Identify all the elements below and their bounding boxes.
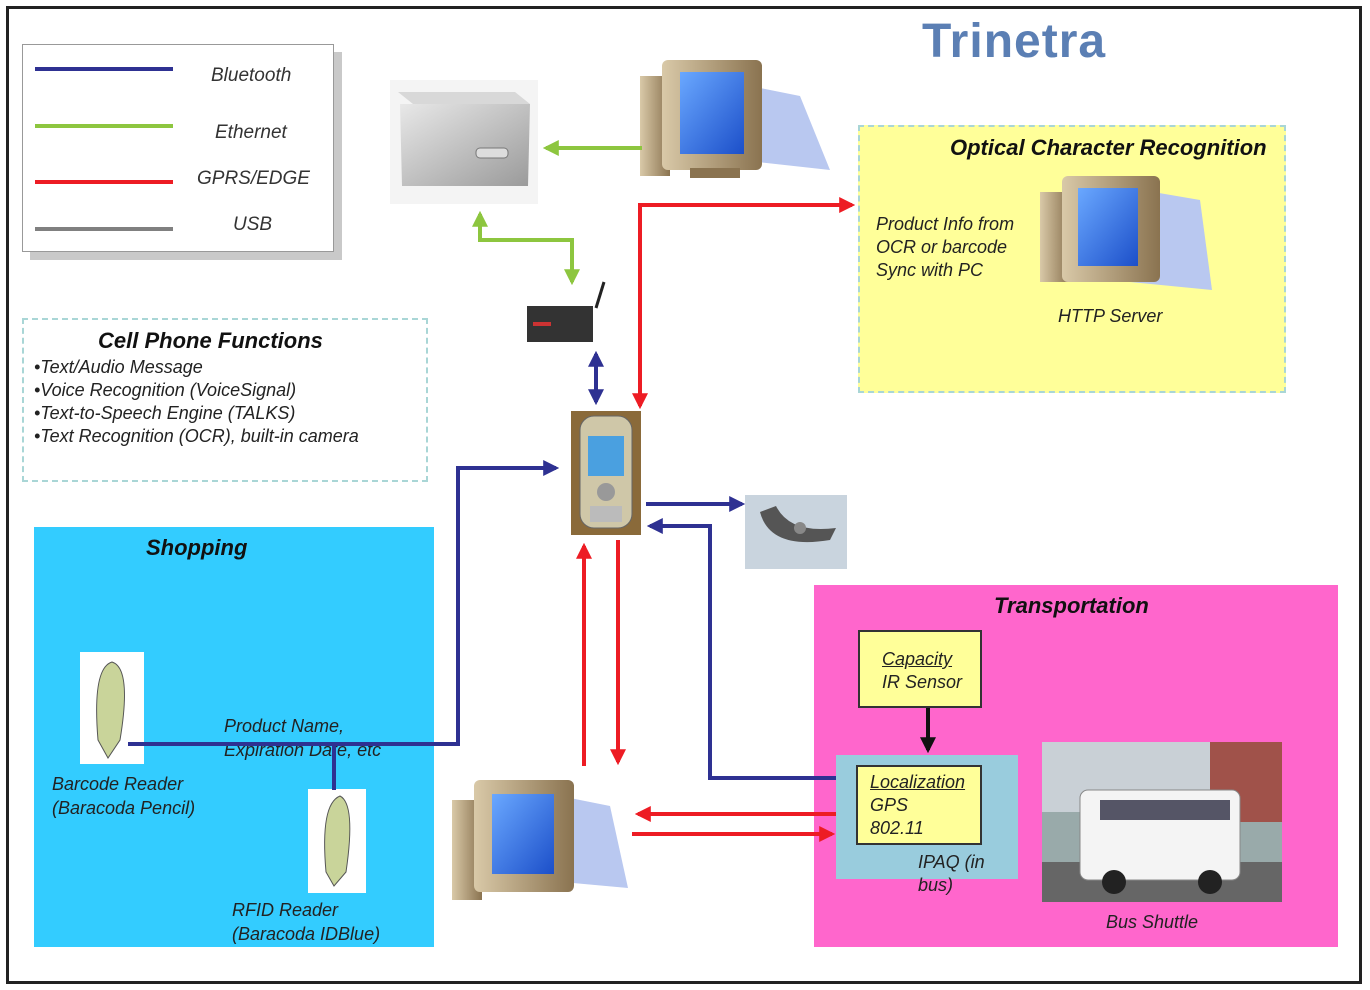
http-server-label: HTTP Server (1058, 306, 1163, 326)
server-icon (390, 80, 538, 204)
localization-gps: GPS (870, 795, 909, 815)
bluetooth-link-ipaq-phone (646, 518, 836, 780)
shopping-title: Shopping (146, 535, 248, 560)
rfid-reader-label: RFID Reader (232, 900, 339, 920)
cell-phone-function-item: •Text/Audio Message (34, 357, 203, 377)
cell-phone-icon (571, 411, 641, 535)
ocr-line: OCR or barcode (876, 237, 1008, 257)
ipaq-box: Localization GPS 802.11 IPAQ (in bus) (836, 755, 1018, 895)
barcode-reader-label: (Baracoda Pencil) (52, 798, 196, 818)
legend-label-bluetooth: Bluetooth (211, 65, 292, 86)
legend-label-usb: USB (233, 214, 273, 235)
http-server-pc-icon (1040, 176, 1212, 290)
rfid-reader-label: (Baracoda IDBlue) (232, 924, 381, 944)
bluetooth-headset-icon (745, 495, 847, 569)
bluetooth-link-barcode-phone (128, 460, 560, 746)
transportation-title: Transportation (994, 593, 1149, 618)
localization-wifi: 802.11 (870, 818, 924, 838)
legend-label-gprs: GPRS/EDGE (197, 168, 310, 189)
localization-box: Localization GPS 802.11 (856, 765, 982, 845)
bus-shuttle-icon (1042, 742, 1282, 902)
router-icon (527, 281, 606, 342)
barcode-reader-label: Barcode Reader (52, 774, 184, 794)
page-title: Trinetra (922, 15, 1107, 68)
desktop-pc-icon (640, 60, 830, 178)
cell-phone-functions-title: Cell Phone Functions (98, 328, 323, 353)
barcode-reader-icon (80, 652, 144, 764)
ethernet-link-server-router (472, 210, 580, 286)
local-pc-icon (452, 780, 628, 900)
product-label: Product Name, (224, 716, 345, 736)
cell-phone-function-item: •Text Recognition (OCR), built-in camera (34, 426, 359, 446)
bus-shuttle-label: Bus Shuttle (1106, 912, 1199, 932)
capacity-sensor: IR Sensor (882, 672, 963, 692)
localization-title: Localization (870, 772, 966, 792)
cell-phone-function-item: •Text-to-Speech Engine (TALKS) (34, 403, 296, 423)
ocr-line: Sync with PC (876, 260, 984, 280)
gprs-link-phone-ocr (632, 197, 856, 410)
ocr-box: Optical Character Recognition Product In… (858, 125, 1286, 393)
rfid-reader-icon (308, 789, 366, 893)
cell-phone-function-item: •Voice Recognition (VoiceSignal) (34, 380, 297, 400)
legend-label-ethernet: Ethernet (215, 122, 287, 143)
capacity-title: Capacity (882, 649, 953, 669)
ocr-title: Optical Character Recognition (950, 135, 1267, 160)
capacity-box: Capacity IR Sensor (858, 630, 982, 708)
cell-phone-functions-box: Cell Phone Functions •Text/Audio Message… (22, 318, 428, 482)
legend-lines (35, 67, 173, 231)
ocr-line: Product Info from (876, 214, 1015, 234)
ipaq-label: IPAQ (in bus) (918, 852, 985, 895)
legend: Bluetooth Ethernet GPRS/EDGE USB (22, 44, 334, 252)
